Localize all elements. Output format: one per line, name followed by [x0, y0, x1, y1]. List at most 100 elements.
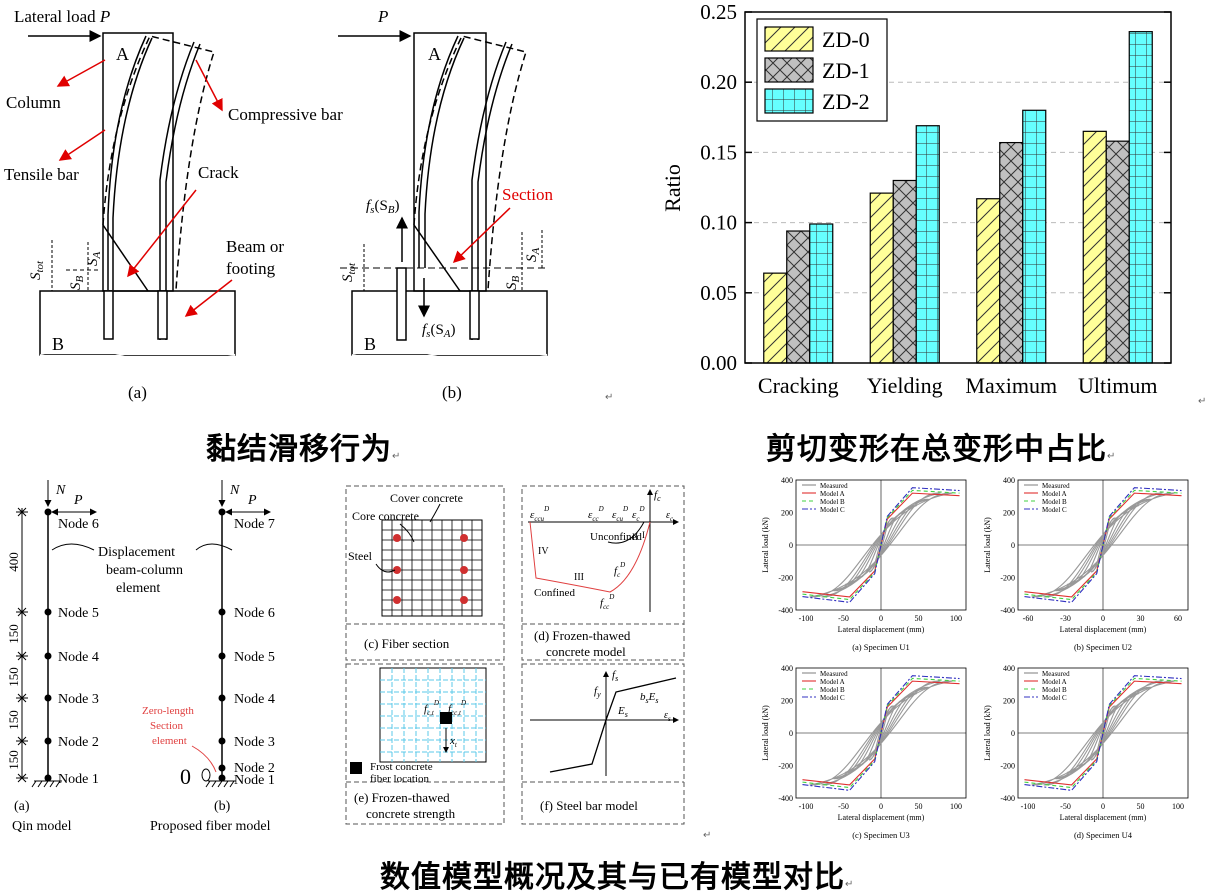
legend-label: ZD-1 — [822, 58, 870, 83]
x-axis-label: Lateral displacement (mm) — [1060, 625, 1147, 634]
fiber-name: Proposed fiber model — [150, 819, 271, 834]
qin-name: Qin model — [12, 819, 72, 834]
fs-sb-label: fs(SB) — [366, 198, 400, 216]
fy-label: fy — [594, 685, 601, 699]
y-tick-label: -400 — [1000, 794, 1015, 803]
fiber-model-panels: Cover concrete Core concrete Steel (c) F… — [345, 485, 685, 825]
y-axis-label: Lateral load (kN) — [983, 705, 992, 761]
y-tick-label: 400 — [1003, 664, 1015, 673]
confined-label: Confined — [534, 587, 575, 599]
x-tick-label: -100 — [1021, 802, 1036, 811]
panel-d-caption: concrete model — [546, 644, 626, 659]
legend-label: Model C — [820, 506, 845, 514]
compressive-bar-label: Compressive bar — [228, 105, 343, 124]
y-tick-label: -200 — [1000, 762, 1015, 771]
eps-axis-label: εs — [664, 710, 671, 723]
lateral-load-label: Lateral load P — [14, 7, 110, 26]
x-tick-label: -100 — [799, 802, 814, 811]
y-tick-label: 0.20 — [700, 70, 737, 94]
x-tick-label: 50 — [1137, 802, 1145, 811]
qin-node: Node 2 — [58, 735, 99, 750]
y-axis-label: Lateral load (kN) — [761, 705, 770, 761]
legend-label: Measured — [1042, 482, 1070, 490]
y-tick-label: 200 — [781, 697, 793, 706]
y-tick-label: 0.25 — [700, 0, 737, 24]
bar-zd-2 — [1022, 109, 1047, 364]
n-label: N — [229, 483, 240, 498]
label-B-b: B — [364, 334, 376, 354]
y-tick-label: 200 — [1003, 509, 1015, 518]
fiber-model: N P Node 7 Node 6 Node 5 Node 4 Node 3 N… — [142, 480, 275, 834]
y-tick-label: 0 — [1011, 729, 1015, 738]
fiber-node: Node 7 — [234, 517, 275, 532]
qin-node: Node 5 — [58, 606, 99, 621]
model-curve — [802, 487, 960, 603]
ecu-label: εcuD — [612, 505, 628, 523]
x-tick-label: -100 — [799, 614, 814, 623]
legend-swatch — [764, 88, 814, 114]
ec0-label: εcD — [632, 505, 645, 523]
panel-caption: (b) Specimen U2 — [1074, 642, 1132, 652]
x-tick-label: 0 — [879, 802, 883, 811]
y-tick-label: 400 — [781, 664, 793, 673]
core-concrete-label: Core concrete — [352, 509, 419, 523]
model-curve — [802, 489, 960, 601]
frost-legend: fiber location — [370, 773, 429, 785]
region-I: I — [642, 530, 645, 540]
y-tick-label: -400 — [778, 606, 793, 615]
panel-caption: (c) Specimen U3 — [852, 830, 910, 840]
cover-concrete-label: Cover concrete — [390, 491, 463, 505]
panel-e-caption: concrete strength — [366, 806, 456, 821]
x-axis-label: Lateral displacement (mm) — [838, 625, 925, 634]
model-curve — [802, 677, 960, 789]
bar-zd-2 — [809, 223, 834, 364]
beam-label: Beam or — [226, 237, 284, 256]
measured-loop — [1043, 680, 1163, 786]
xt-label: xt — [449, 735, 458, 749]
x-tick-label: 50 — [915, 802, 923, 811]
region-III: III — [574, 572, 584, 583]
model-curve — [1024, 677, 1182, 789]
x-tick-label: Ultimum — [1078, 373, 1157, 398]
legend-label: Measured — [1042, 670, 1070, 678]
sa-label: SA — [85, 252, 103, 267]
x-tick-label: 100 — [950, 802, 962, 811]
panel-caption: (a) Specimen U1 — [852, 642, 910, 652]
label-A: A — [116, 44, 129, 64]
frozen-thawed-concrete-model: fc εc εccuD εccD εcuD εcD Unconfined Con… — [528, 489, 679, 659]
model-curve — [1024, 675, 1182, 791]
qin-node: Node 1 — [58, 772, 99, 787]
fiber-node: Node 1 — [234, 773, 275, 788]
es-label: Es — [617, 705, 628, 719]
x-tick-label: 30 — [1137, 614, 1145, 623]
hysteresis-curves: 400 200 0 -200 -400 -100 -50 0 50 100 Lateral load… — [761, 476, 1189, 840]
dimension-label: 150 — [6, 710, 21, 730]
legend-label: Model A — [820, 678, 845, 686]
legend-label: Model A — [820, 490, 845, 498]
p-label: P — [73, 493, 83, 508]
dimension-label: 150 — [6, 667, 21, 687]
chart-legend: ZD-0ZD-1ZD-2 — [756, 18, 888, 122]
zero-length-label: Section — [150, 720, 183, 732]
return-mark: ↵ — [1198, 396, 1206, 407]
panel-e-caption: (e) Frozen-thawed — [354, 790, 450, 805]
x-tick-label: 0 — [1101, 614, 1105, 623]
x-tick-label: -50 — [838, 614, 849, 623]
legend-label: Model B — [820, 498, 845, 506]
legend-label: Model A — [1042, 490, 1067, 498]
qin-label: (a) — [14, 799, 30, 814]
legend-swatch — [764, 57, 814, 83]
dimension-label: 150 — [6, 750, 21, 770]
legend-label: Model C — [1042, 694, 1067, 702]
fiber-node: Node 4 — [234, 692, 275, 707]
column-label: Column — [6, 93, 61, 112]
n-label: N — [55, 483, 66, 498]
model-comparison-diagram: N P Node 6 Node 5 Node 4 Node 3 Node 2 N… — [6, 480, 275, 834]
bond-slip-diagram: Lateral load P A B Column Compressive ba… — [4, 7, 553, 402]
steel-bar-model: fs fy Es bsEs εs (f) Steel bar model — [530, 669, 679, 813]
dimension-label: 400 — [6, 552, 21, 572]
y-tick-label: 200 — [781, 509, 793, 518]
ec-axis-label: εc — [666, 510, 674, 523]
qin-node: Node 4 — [58, 650, 99, 665]
panel-d-caption: (d) Frozen-thawed — [534, 628, 631, 643]
